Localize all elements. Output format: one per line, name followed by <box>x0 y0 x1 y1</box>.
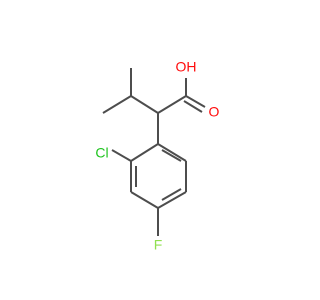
bond-carbonyl-inner <box>183 100 203 113</box>
fluorine-label: F <box>154 237 163 253</box>
bond-chiral-carboxyl <box>157 95 187 114</box>
bond-ring-3 <box>157 191 187 209</box>
bond-ring-1 <box>157 143 187 162</box>
bonds <box>102 68 206 236</box>
carbonyl-oxygen-label: O <box>209 104 220 120</box>
bond-ring-double-b <box>161 188 182 201</box>
bond-isopropyl-chiral <box>130 95 159 114</box>
bond-ring-double-a <box>161 149 182 162</box>
bond-ring-chlorine <box>111 149 132 162</box>
bond-methyl-left <box>102 95 132 114</box>
molecule-structure: OH O Cl F <box>95 59 220 253</box>
chlorine-label: Cl <box>95 145 108 161</box>
hydroxyl-label: OH <box>176 59 197 75</box>
bond-ring-6 <box>130 143 159 162</box>
bond-ring-4 <box>130 191 159 209</box>
bond-carbonyl-outer <box>185 95 206 108</box>
